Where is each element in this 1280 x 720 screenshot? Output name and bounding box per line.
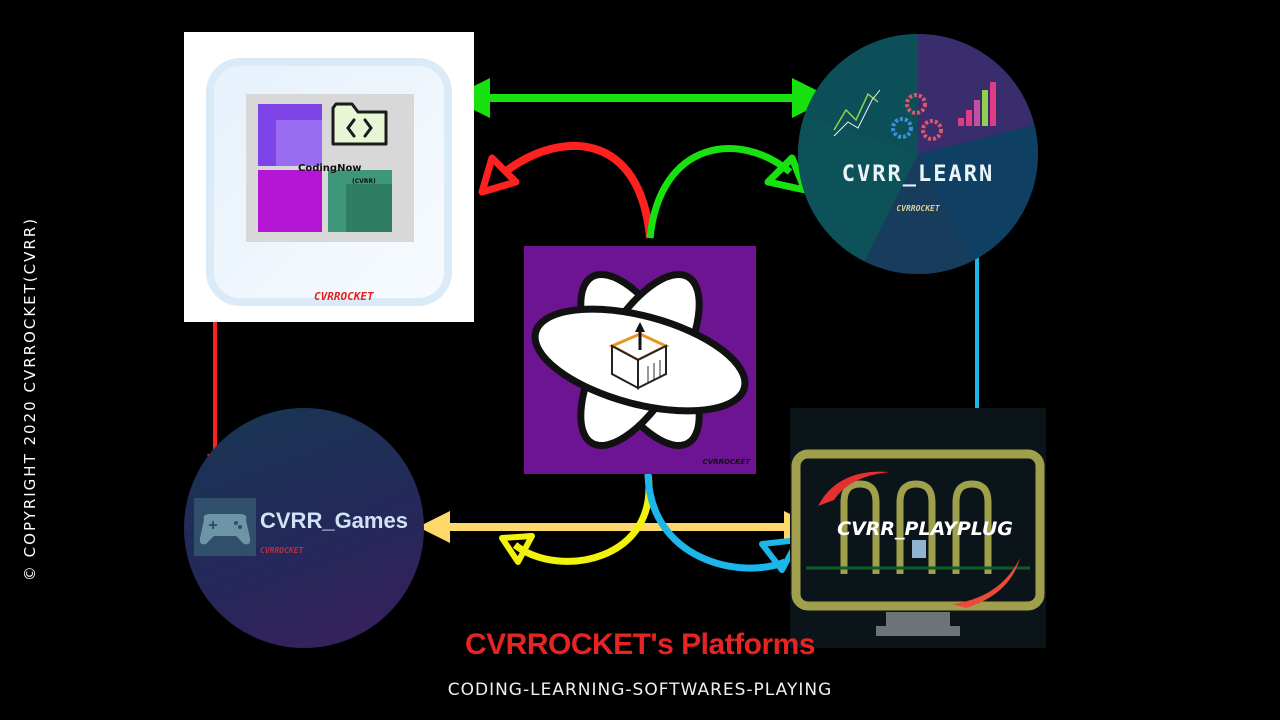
playplug-platform-box[interactable]: CVRR_PLAYPLUG	[790, 408, 1046, 648]
center-brand: CVRROCKET	[702, 458, 750, 466]
games-platform-circle[interactable]: CVRR_Games CVRROCKET	[184, 408, 424, 648]
chart-gears-icon	[833, 82, 996, 141]
learn-name: CVRR_LEARN	[841, 162, 995, 187]
coding-tiles	[246, 94, 414, 242]
coding-app-icon: CodingNow (CVRR) CVRROCKET	[214, 66, 444, 303]
monitor-icon	[791, 449, 1045, 636]
learn-brand: CVRROCKET	[896, 204, 940, 213]
code-folder-icon	[331, 102, 388, 146]
diagram-subtitle: CODING-LEARNING-SOFTWARES-PLAYING	[447, 680, 833, 700]
coding-name: CodingNow	[298, 163, 362, 174]
arrow-center-coding	[502, 142, 654, 239]
games-brand: CVRROCKET	[260, 546, 304, 555]
playplug-name: CVRR_PLAYPLUG	[837, 518, 1013, 540]
atom-box-icon	[531, 270, 749, 450]
center-logo[interactable]: CVRROCKET	[524, 246, 756, 474]
learn-platform-circle[interactable]: CVRR_LEARN CVRROCKET	[798, 34, 1038, 274]
coding-platform-card[interactable]: CodingNow (CVRR) CVRROCKET	[184, 32, 474, 322]
gamepad-icon	[194, 498, 256, 556]
arrow-center-learn	[646, 145, 793, 239]
arrow-center-games	[512, 473, 653, 565]
diagram-title: CVRROCKET's Platforms	[464, 628, 816, 661]
arrow-center-playplug	[644, 473, 787, 572]
games-name: CVRR_Games	[260, 508, 408, 533]
coding-sub: (CVRR)	[352, 178, 376, 185]
learn-background	[798, 34, 1038, 274]
coding-brand: CVRROCKET	[314, 290, 374, 303]
